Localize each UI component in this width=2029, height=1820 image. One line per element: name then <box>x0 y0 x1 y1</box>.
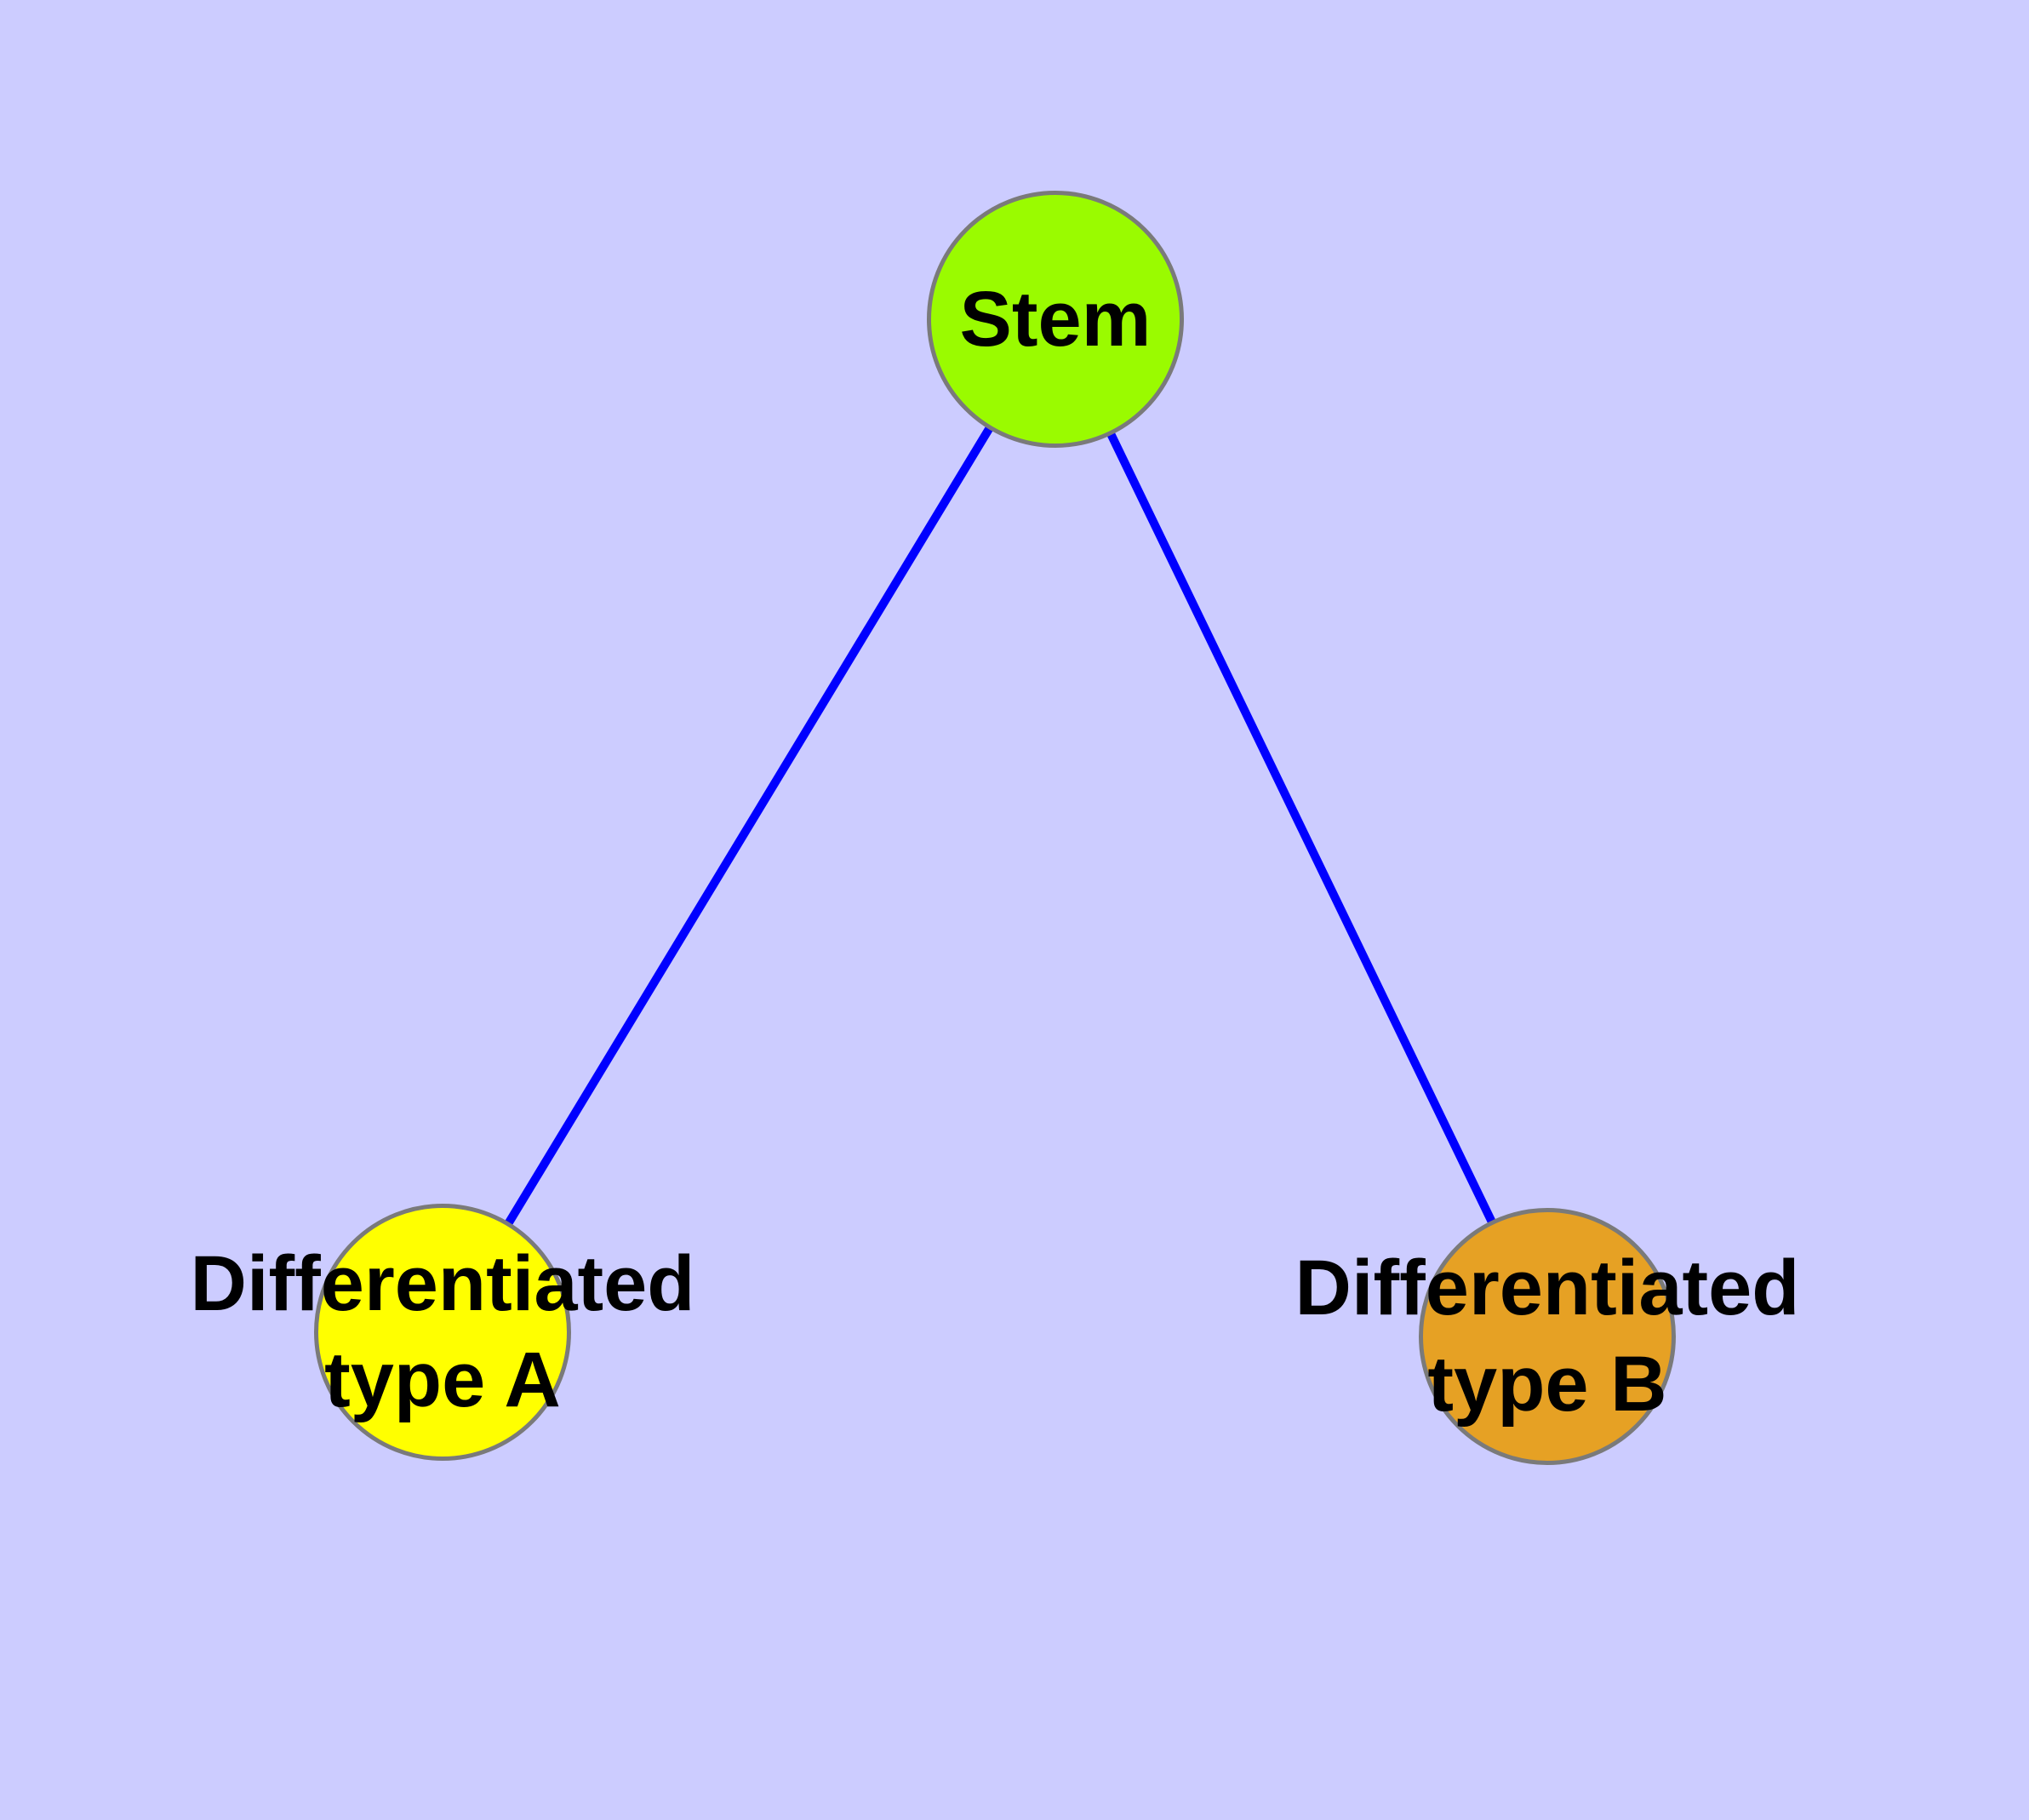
type-a-label-line-2: type A <box>324 1336 561 1423</box>
edge-stem-to-type-b <box>1051 317 1552 1339</box>
stem-node-label: Stem <box>960 272 1152 368</box>
differentiated-type-a-node: Differentiated type A <box>191 1204 694 1461</box>
stem-node-label-line: Stem <box>959 275 1152 363</box>
differentiated-type-b-label: Differentiated type B <box>1295 1240 1800 1433</box>
type-b-label-line-1: Differentiated <box>1295 1245 1800 1331</box>
edge-stem-to-type-a <box>438 317 1060 1335</box>
type-a-label-line-1: Differentiated <box>190 1240 695 1327</box>
type-b-label-line-2: type B <box>1427 1341 1667 1428</box>
differentiated-type-a-label: Differentiated type A <box>191 1236 695 1428</box>
differentiated-type-b-node: Differentiated type B <box>1295 1208 1799 1465</box>
stem-node: Stem <box>927 191 1184 448</box>
